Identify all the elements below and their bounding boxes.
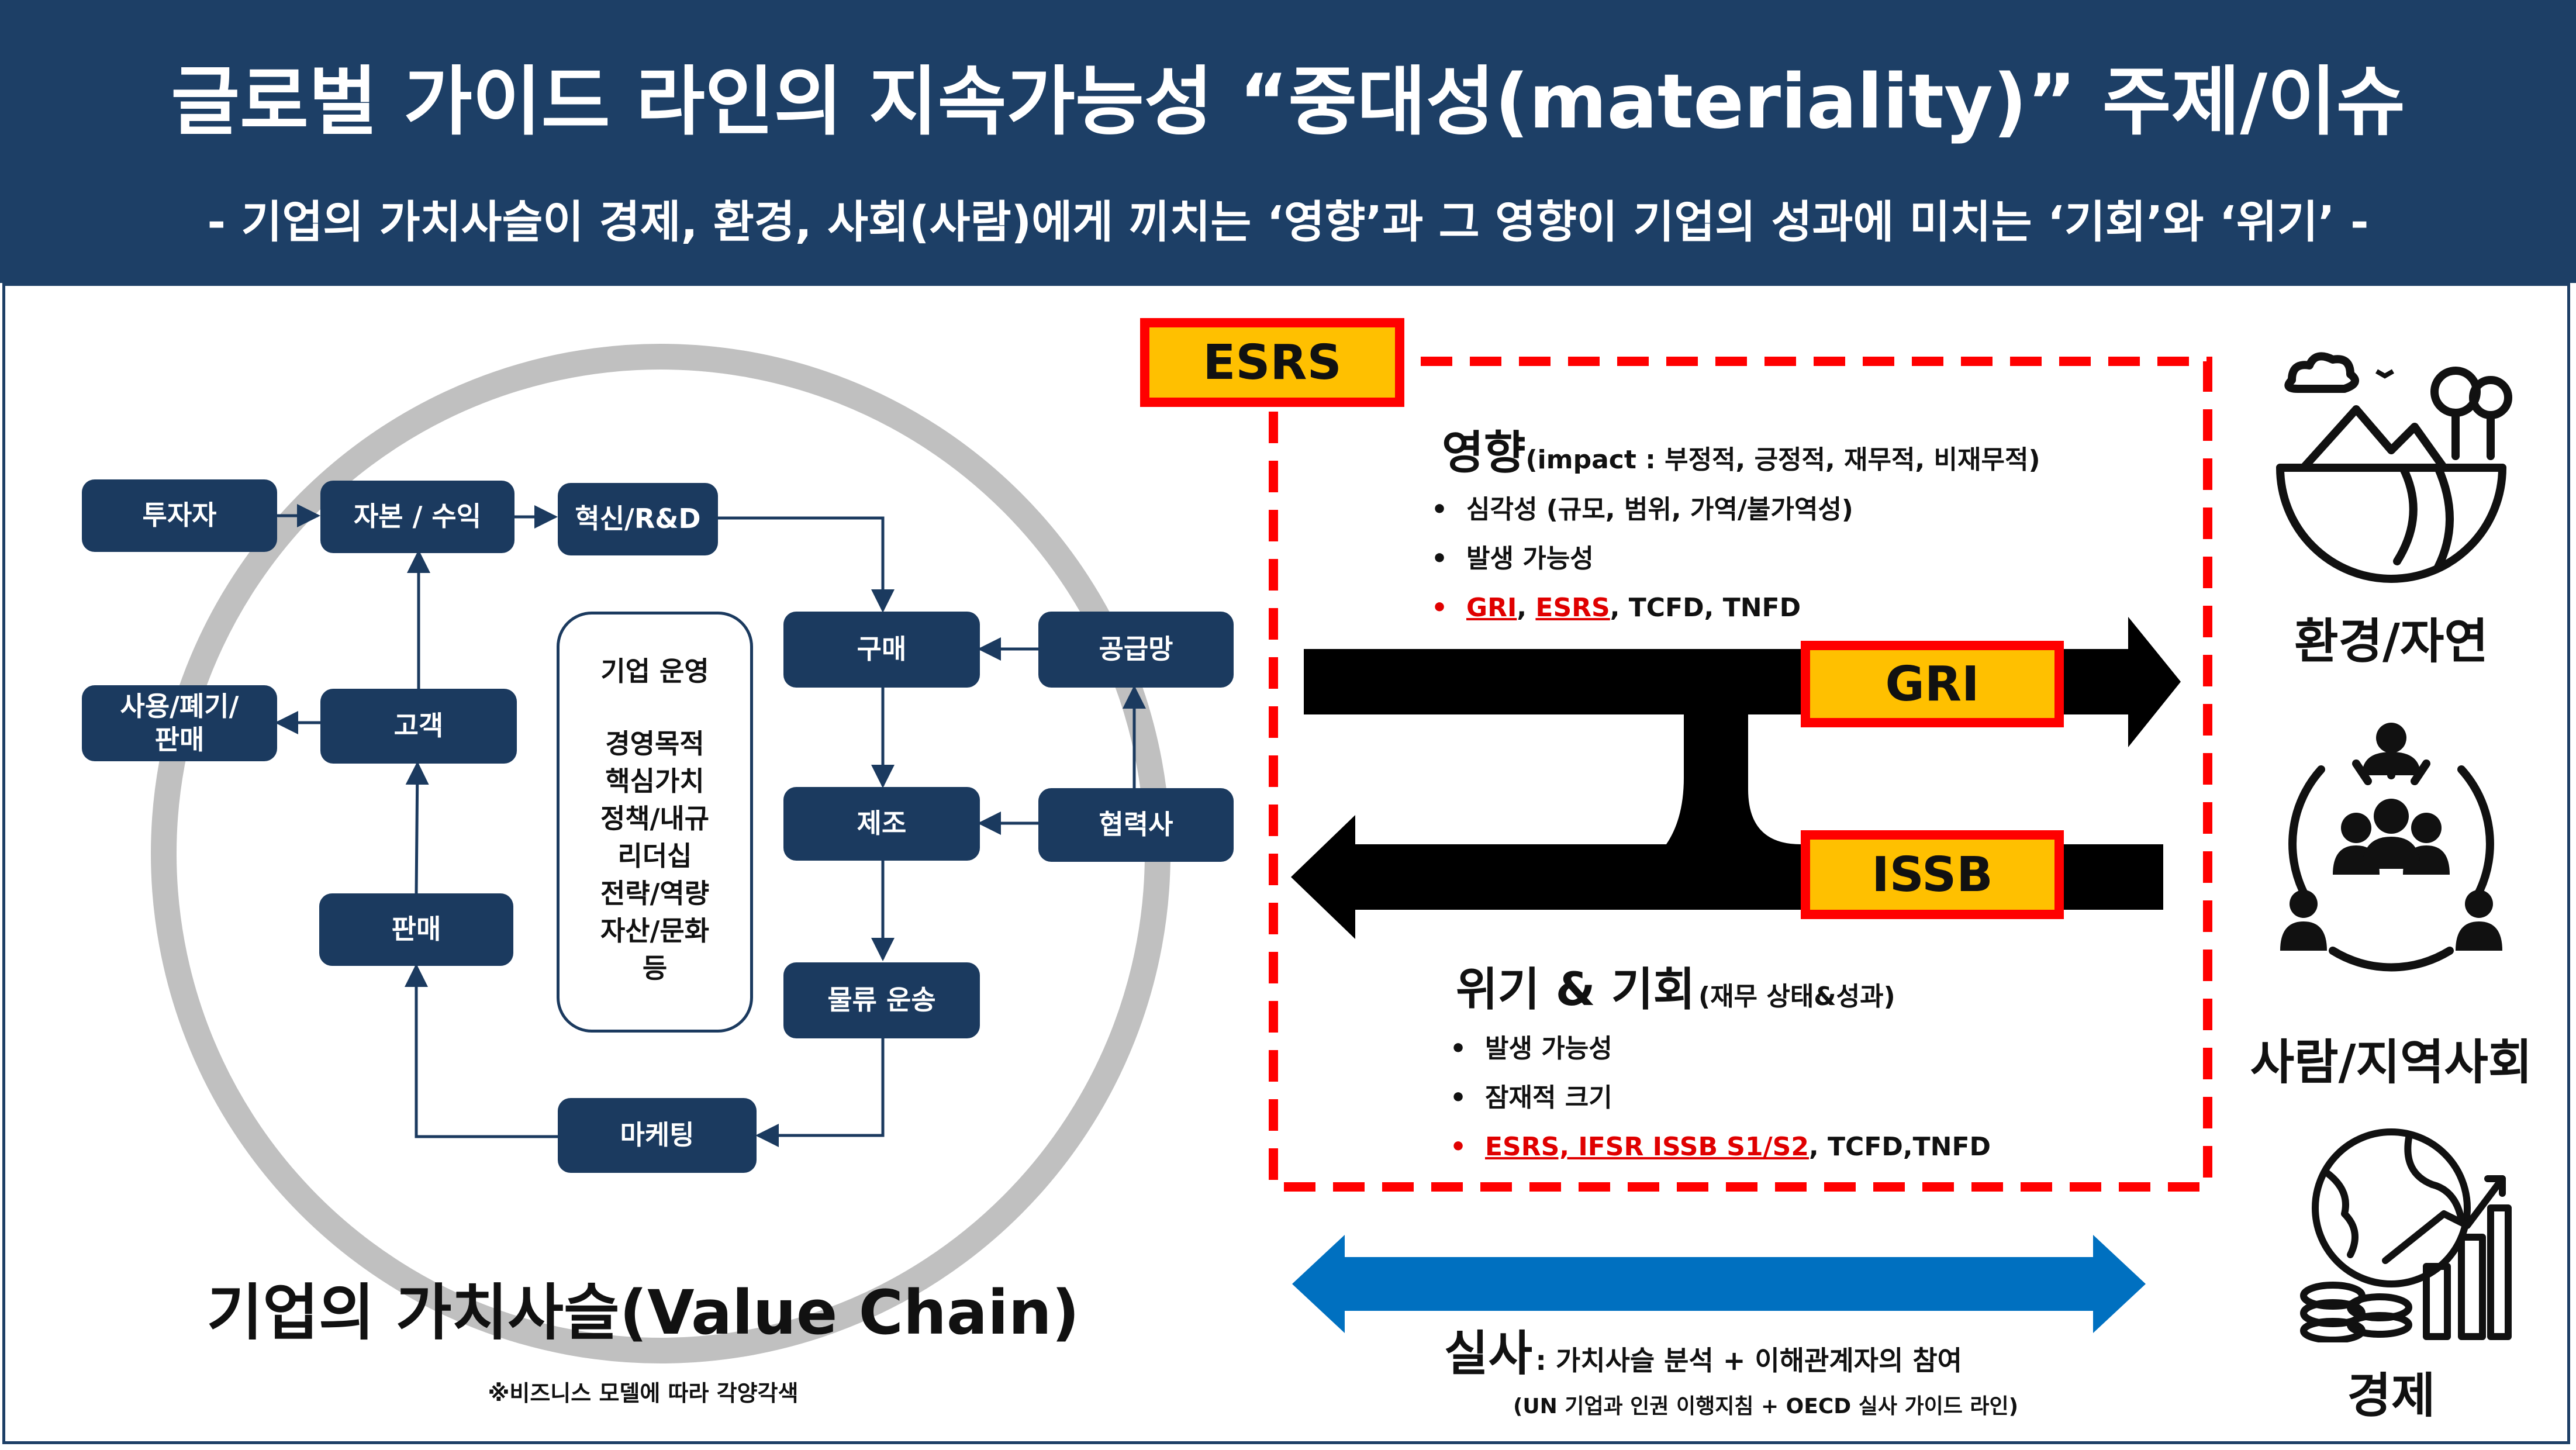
box-capital-return: 자본 / 수익 <box>320 481 514 553</box>
box-manufacture: 제조 <box>783 787 980 861</box>
std-esrs-issb: ESRS, IFSR ISSB S1/S2 <box>1485 1132 1809 1162</box>
esrs-tag: ESRS <box>1140 318 1404 407</box>
list-item: •ESRS, IFSR ISSB S1/S2, TCFD,TNFD <box>1450 1132 1991 1162</box>
impact-title: 영향 <box>1442 427 1526 479</box>
operations-box <box>557 612 753 1033</box>
header-banner <box>0 0 2576 283</box>
box-supply-chain: 공급망 <box>1038 612 1234 688</box>
operations-items: 경영목적 핵심가치 정책/내규 리더십 전략/역량 자산/문화 등 <box>600 728 710 984</box>
impact-bullets: •심각성 (규모, 범위, 가역/불가역성) •발생 가능성 •GRI, ESR… <box>1431 485 1853 633</box>
arrow-connector <box>1666 714 1801 844</box>
stakeholder-community: 사람/지역사회 <box>2250 1035 2533 1090</box>
value-chain-title: 기업의 가치사슬(Value Chain) <box>206 1277 1080 1348</box>
materiality-dashed-box <box>1269 357 2212 1192</box>
risk-opportunity-subtitle: (재무 상태&성과) <box>1698 982 1895 1011</box>
arrow-marketing-sales <box>405 964 558 1138</box>
box-customer: 고객 <box>320 689 517 764</box>
practice-reference: (UN 기업과 인권 이행지침 + OECD 실사 가이드 라인) <box>1513 1394 2019 1418</box>
impact-subtitle: (impact : 부정적, 긍정적, 재무적, 비재무적) <box>1525 445 2040 475</box>
risk-opportunity-title: 위기 & 기회 <box>1456 964 1696 1016</box>
content-frame <box>2 283 2570 1444</box>
community-icon <box>2280 723 2502 972</box>
arrow-logistics-marketing <box>755 1038 885 1147</box>
arrow-innovation-purchase <box>718 516 895 613</box>
list-item: •잠재적 크기 <box>1450 1083 1612 1113</box>
std-esrs: ESRS <box>1535 593 1610 623</box>
risk-opportunity-bullets: •발생 가능성 •잠재적 크기 •ESRS, IFSR ISSB S1/S2, … <box>1450 1024 1991 1172</box>
box-logistics: 물류 운송 <box>783 962 980 1038</box>
issb-tag: ISSB <box>1801 830 2064 919</box>
arrow-sales-customer <box>405 761 429 895</box>
stakeholder-economy: 경제 <box>2347 1368 2436 1424</box>
risk-opportunity-heading: 위기 & 기회 (재무 상태&성과) <box>1456 953 1895 1019</box>
box-sales: 판매 <box>319 893 513 966</box>
list-item: •발생 가능성 <box>1450 1034 1612 1064</box>
practice-title: 실사 <box>1444 1326 1532 1382</box>
practice-desc: : 가치사슬 분석 + 이해관계자의 참여 <box>1535 1345 1962 1376</box>
box-innovation-rnd: 혁신/R&D <box>558 483 718 555</box>
operations-title: 기업 운영 <box>600 655 709 687</box>
stakeholder-nature: 환경/자연 <box>2294 614 2488 669</box>
page-subtitle: - 기업의 가치사슬이 경제, 환경, 사회(사람)에게 끼치는 ‘영향’과 그… <box>207 196 2369 248</box>
list-item: •발생 가능성 <box>1431 544 1594 574</box>
box-purchase: 구매 <box>783 612 980 688</box>
page-title: 글로벌 가이드 라인의 지속가능성 “중대성(materiality)” 주제/… <box>171 58 2405 146</box>
gri-tag: GRI <box>1801 641 2064 727</box>
impact-heading: 영향(impact : 부정적, 긍정적, 재무적, 비재무적) <box>1442 416 2040 482</box>
practice-double-arrow <box>1292 1235 2146 1333</box>
std-gri: GRI <box>1466 593 1517 623</box>
list-item: •심각성 (규모, 범위, 가역/불가역성) <box>1431 495 1853 524</box>
box-use-disposal-sales: 사용/폐기/ 판매 <box>82 685 277 761</box>
box-partner: 협력사 <box>1038 788 1234 862</box>
practice-heading: 실사 : 가치사슬 분석 + 이해관계자의 참여 <box>1444 1314 2146 1384</box>
box-marketing: 마케팅 <box>558 1098 757 1173</box>
nature-icon <box>2276 352 2512 583</box>
economy-icon <box>2300 1128 2512 1342</box>
box-investor: 투자자 <box>82 479 277 552</box>
value-chain-note: ※비즈니스 모델에 따라 각양각색 <box>488 1380 799 1406</box>
list-item: •GRI, ESRS, TCFD, TNFD <box>1431 593 1801 623</box>
